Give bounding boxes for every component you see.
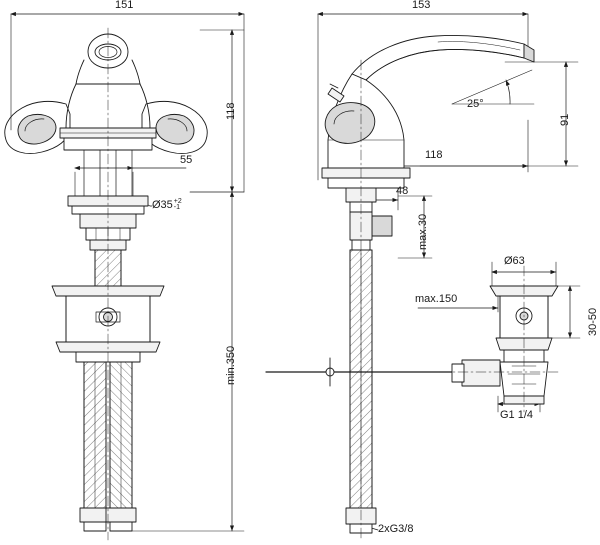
dim-label-55: 55 (180, 154, 193, 166)
dim-label-g1-1-4: G1 1/4 (500, 409, 534, 421)
dim-label-151: 151 (115, 0, 134, 11)
dim-label-2xg3-8: 2xG3/8 (378, 523, 414, 535)
dim-label-max-150: max.150 (415, 293, 458, 305)
dim-label-diameter-63: Ø63 (504, 255, 525, 267)
dim-label-angle-25: 25° (467, 98, 484, 110)
dim-label-118-right: 118 (425, 149, 443, 161)
dim-label-118-left: 118 (225, 102, 237, 120)
dim-label-153: 153 (412, 0, 431, 11)
dim-label-91: 91 (559, 113, 571, 126)
dim-label-max-30: max.30 (417, 213, 429, 250)
dim-label-min-350: min.350 (225, 345, 237, 385)
dim-label-30-50: 30-50 (587, 307, 599, 336)
dim-label-hole-diameter: Ø35+2-1 (152, 198, 182, 211)
dim-label-48: 48 (396, 185, 409, 197)
